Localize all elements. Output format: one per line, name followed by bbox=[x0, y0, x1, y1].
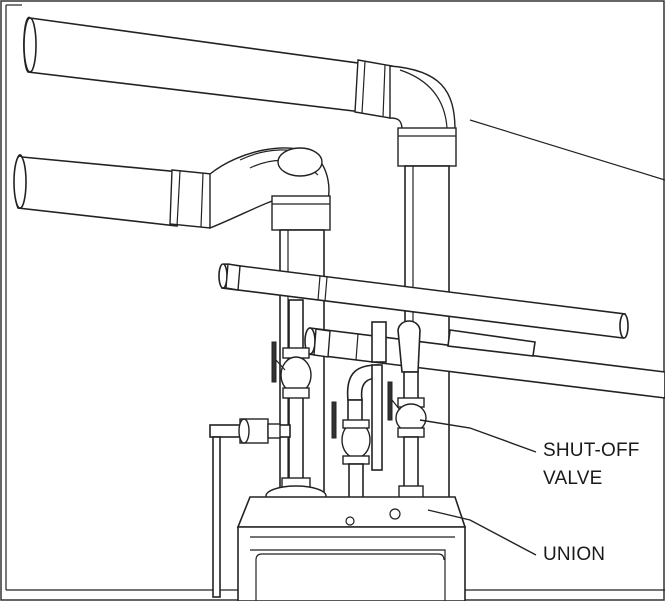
union-label: UNION bbox=[543, 544, 606, 565]
water-heater-unit bbox=[236, 496, 467, 601]
upper-vent-pipe bbox=[23, 16, 457, 167]
shutoff-valve-label-line1: SHUT-OFF bbox=[543, 440, 640, 461]
lower-vent-pipe bbox=[13, 147, 331, 231]
tee-fitting bbox=[209, 418, 291, 598]
valve-handle bbox=[387, 381, 393, 421]
upper-water-line bbox=[218, 263, 629, 339]
union-leader bbox=[427, 509, 537, 556]
shutoff-valve-label-line2: VALVE bbox=[543, 468, 603, 489]
wall-lines bbox=[5, 4, 665, 591]
lower-water-line bbox=[304, 327, 665, 399]
shutoff-valve-leader bbox=[419, 419, 537, 453]
